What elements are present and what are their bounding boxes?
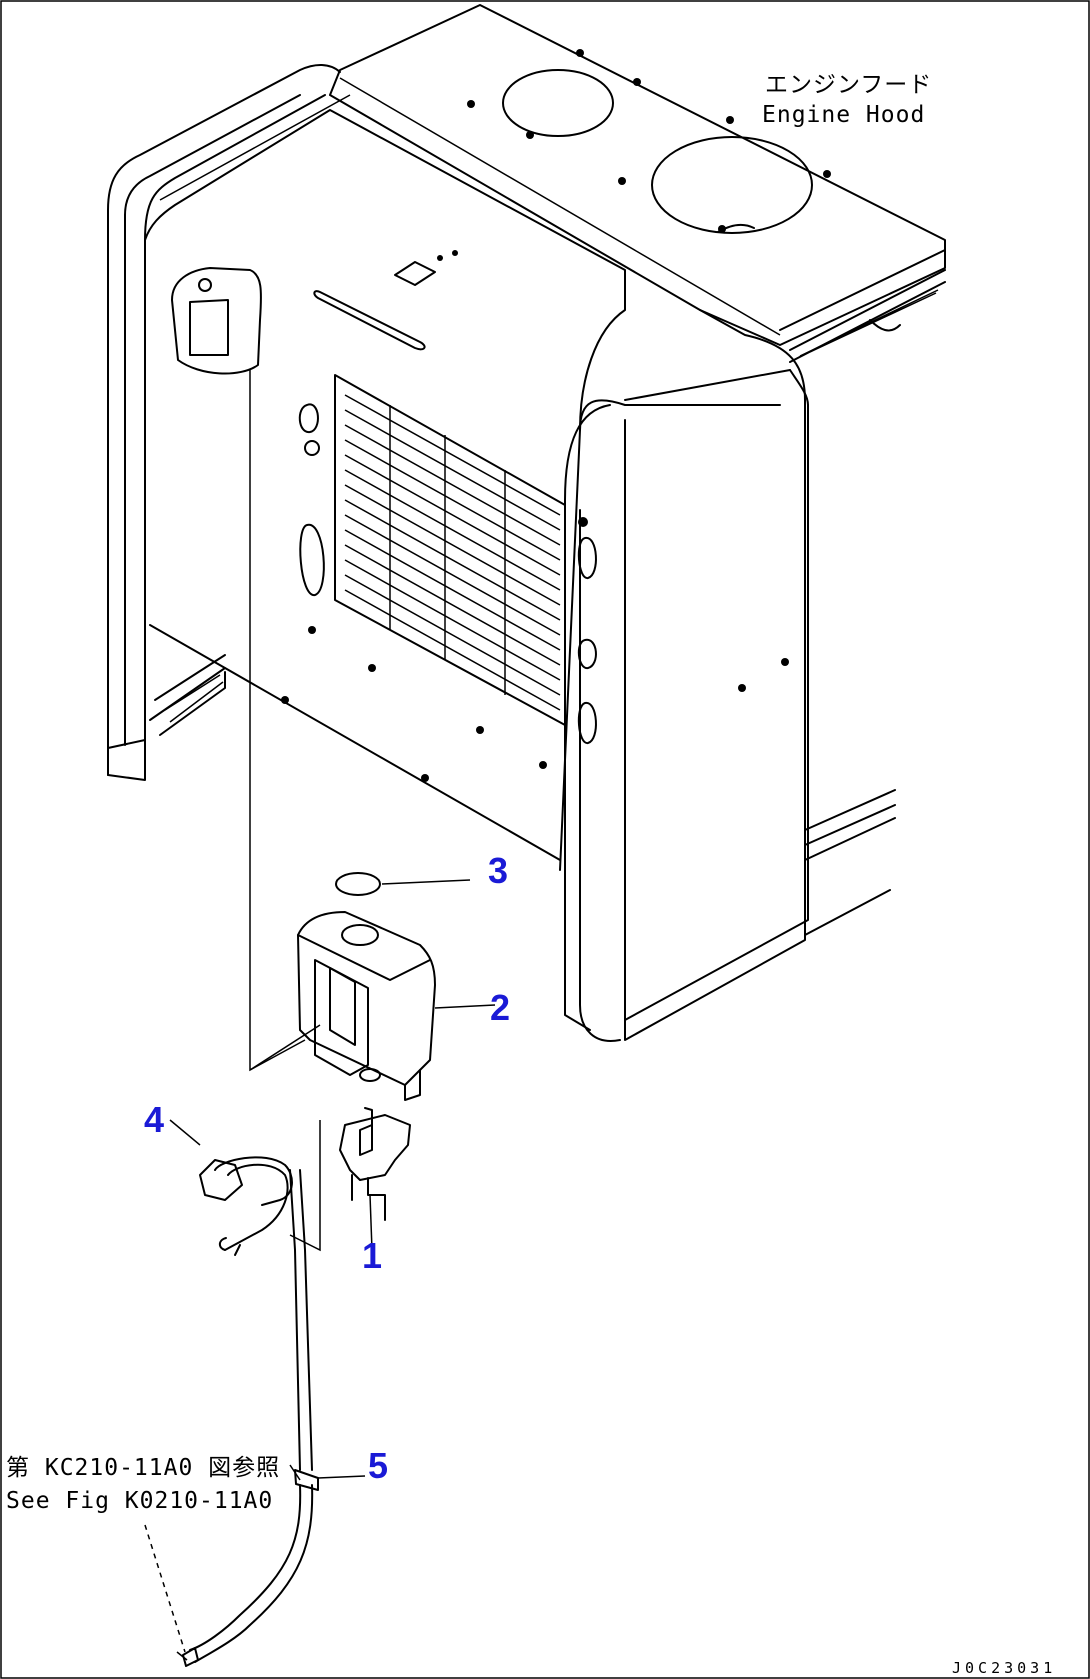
engine-hood-label-jp: エンジンフード [765,72,932,98]
see-fig-note-en: See Fig K0210-11A0 [6,1488,273,1514]
top-opening-left [502,69,614,137]
engine-hood [107,4,946,1042]
see-fig-leader [144,1524,186,1653]
part-4-hose [169,1119,313,1471]
callout-4: 4 [144,1099,164,1140]
part-1-motor [339,1107,411,1251]
locator-lines [249,370,321,1252]
callout-3: 3 [488,850,508,891]
part-3-cap [335,872,471,896]
radiator-grille [334,374,566,726]
part-2-tank [297,911,496,1101]
top-opening-right [651,136,813,234]
see-fig-note-jp: 第 KC210-11A0 図参照 [6,1455,280,1481]
part-5-clamp [176,1464,366,1667]
callout-2: 2 [490,987,510,1028]
callout-1: 1 [362,1235,382,1276]
drawing-code: J0C23031 [952,1659,1056,1677]
callout-5: 5 [368,1445,388,1486]
engine-hood-label-en: Engine Hood [762,102,925,128]
